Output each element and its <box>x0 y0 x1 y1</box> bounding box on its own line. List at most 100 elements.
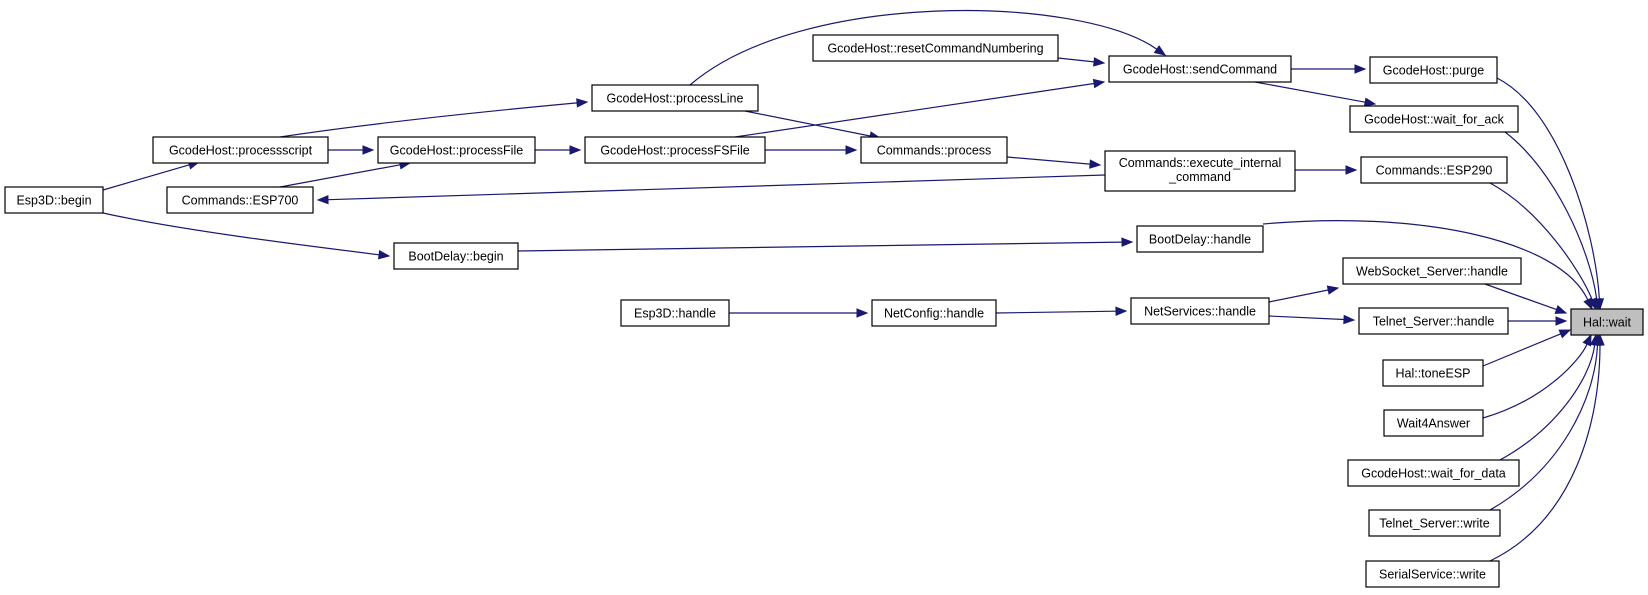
node-label: Esp3D::begin <box>16 194 91 208</box>
node-gh-resetnum[interactable]: GcodeHost::resetCommandNumbering <box>812 34 1059 62</box>
node-box <box>871 299 997 327</box>
edge-esp3d_begin-to-gh_processscript <box>102 160 201 191</box>
node-label: GcodeHost::wait_for_ack <box>1364 113 1504 127</box>
node-box <box>377 136 536 164</box>
edge-line <box>517 241 1123 252</box>
node-gh-processline[interactable]: GcodeHost::processLine <box>591 84 759 112</box>
arrowhead-icon <box>1345 165 1358 175</box>
edge-line <box>1268 315 1345 321</box>
node-gh-processfile[interactable]: GcodeHost::processFile <box>377 136 536 164</box>
arrowhead-icon <box>1121 237 1134 247</box>
node-box <box>1368 509 1501 537</box>
node-cmd-exec-internal[interactable]: Commands::execute_internal_command <box>1104 150 1296 192</box>
node-label: Hal::toneESP <box>1395 367 1470 381</box>
arrowhead-icon <box>1343 314 1356 325</box>
node-box <box>860 136 1008 164</box>
node-bd-begin[interactable]: BootDelay::begin <box>393 242 519 270</box>
edge-netservices_handle-to-telnet_handle <box>1268 314 1356 325</box>
arrowhead-icon <box>856 308 869 318</box>
node-label: Wait4Answer <box>1397 417 1470 431</box>
edge-serial_write-to-hal_wait <box>1489 333 1605 562</box>
arrowhead-icon <box>1092 78 1106 89</box>
node-gh-wait-data[interactable]: GcodeHost::wait_for_data <box>1347 459 1520 487</box>
edge-layer <box>102 9 1605 562</box>
edge-cmd_process-to-cmd_exec_internal <box>1006 156 1102 169</box>
node-box <box>1570 308 1644 336</box>
edge-cmd_exec_internal-to-cmd_esp700 <box>316 174 1106 205</box>
arrowhead-icon <box>1093 57 1106 67</box>
node-gh-purge[interactable]: GcodeHost::purge <box>1369 56 1498 84</box>
arrowhead-icon <box>1558 329 1572 339</box>
node-label: Commands::ESP700 <box>182 194 299 208</box>
node-label: Hal::wait <box>1583 316 1631 330</box>
node-box <box>591 84 759 112</box>
node-box <box>584 136 766 164</box>
node-bd-handle[interactable]: BootDelay::handle <box>1136 225 1264 253</box>
edge-line <box>1484 283 1557 311</box>
edge-netservices_handle-to-ws_handle <box>1268 285 1340 303</box>
arrowhead-icon <box>1153 45 1167 56</box>
node-serial-write[interactable]: SerialService::write <box>1365 560 1500 588</box>
node-box <box>620 299 730 327</box>
node-cmd-esp700[interactable]: Commands::ESP700 <box>166 186 314 214</box>
arrowhead-icon <box>1582 333 1592 347</box>
node-box <box>1365 560 1500 588</box>
node-label: BootDelay::begin <box>408 250 503 264</box>
node-label: Commands::ESP290 <box>1376 164 1493 178</box>
node-netconfig-handle[interactable]: NetConfig::handle <box>871 299 997 327</box>
node-label: NetServices::handle <box>1144 305 1256 319</box>
edge-line <box>1482 333 1562 367</box>
arrowhead-icon <box>1363 97 1377 107</box>
node-label: NetConfig::handle <box>884 307 984 321</box>
node-box <box>1136 225 1264 253</box>
node-hal-tone[interactable]: Hal::toneESP <box>1382 359 1484 387</box>
node-label: SerialService::write <box>1379 568 1486 582</box>
node-label: Commands::process <box>877 144 992 158</box>
node-label: Telnet_Server::handle <box>1373 315 1495 329</box>
edge-gh_resetnum-to-gh_sendcommand <box>1057 57 1106 67</box>
node-telnet-handle[interactable]: Telnet_Server::handle <box>1358 307 1509 335</box>
node-gh-wait-ack[interactable]: GcodeHost::wait_for_ack <box>1349 105 1519 133</box>
node-box <box>1358 307 1509 335</box>
node-label: GcodeHost::processFile <box>390 144 523 158</box>
node-hal-wait[interactable]: Hal::wait <box>1570 308 1644 336</box>
edge-esp3d_begin-to-bd_begin <box>102 212 391 260</box>
arrowhead-icon <box>1583 297 1593 311</box>
edge-telnet_handle-to-hal_wait <box>1508 316 1568 326</box>
node-cmd-process[interactable]: Commands::process <box>860 136 1008 164</box>
node-label: GcodeHost::wait_for_data <box>1361 467 1506 481</box>
arrowhead-icon <box>378 250 391 260</box>
edge-gh_wait_data-to-hal_wait <box>1499 333 1600 461</box>
node-gh-processscript[interactable]: GcodeHost::processscript <box>152 136 329 164</box>
node-wait4answer[interactable]: Wait4Answer <box>1383 409 1484 437</box>
arrowhead-icon <box>1115 306 1128 316</box>
node-label: GcodeHost::processscript <box>169 144 313 158</box>
node-esp3d-begin[interactable]: Esp3D::begin <box>4 186 104 214</box>
edge-line <box>1262 220 1589 301</box>
node-box <box>152 136 329 164</box>
node-layer: Esp3D::beginGcodeHost::processscriptComm… <box>4 34 1644 588</box>
edge-gh_sendcommand-to-gh_wait_ack <box>1254 81 1377 107</box>
node-gh-processfsfile[interactable]: GcodeHost::processFSFile <box>584 136 766 164</box>
node-gh-sendcommand[interactable]: GcodeHost::sendCommand <box>1108 55 1292 83</box>
node-label: GcodeHost::purge <box>1383 64 1484 78</box>
node-label: GcodeHost::processFSFile <box>600 144 749 158</box>
edge-line <box>1489 344 1599 511</box>
edge-wait4answer-to-hal_wait <box>1482 333 1592 419</box>
edge-ws_handle-to-hal_wait <box>1484 283 1568 314</box>
edge-line <box>744 110 871 137</box>
edge-gh_processscript-to-gh_processline <box>279 98 589 138</box>
edge-line <box>327 174 1106 201</box>
node-esp3d-handle[interactable]: Esp3D::handle <box>620 299 730 327</box>
node-box <box>1108 55 1292 83</box>
node-netservices-handle[interactable]: NetServices::handle <box>1130 297 1270 325</box>
node-cmd-esp290[interactable]: Commands::ESP290 <box>1360 156 1508 184</box>
node-telnet-write[interactable]: Telnet_Server::write <box>1368 509 1501 537</box>
edge-esp3d_handle-to-netconfig_handle <box>729 308 869 318</box>
arrowhead-icon <box>1595 333 1605 346</box>
edge-cmd_exec_internal-to-cmd_esp290 <box>1295 165 1358 175</box>
node-ws-handle[interactable]: WebSocket_Server::handle <box>1342 257 1522 285</box>
edge-netconfig_handle-to-netservices_handle <box>995 306 1128 316</box>
edge-line <box>1499 344 1596 461</box>
node-box <box>393 242 519 270</box>
